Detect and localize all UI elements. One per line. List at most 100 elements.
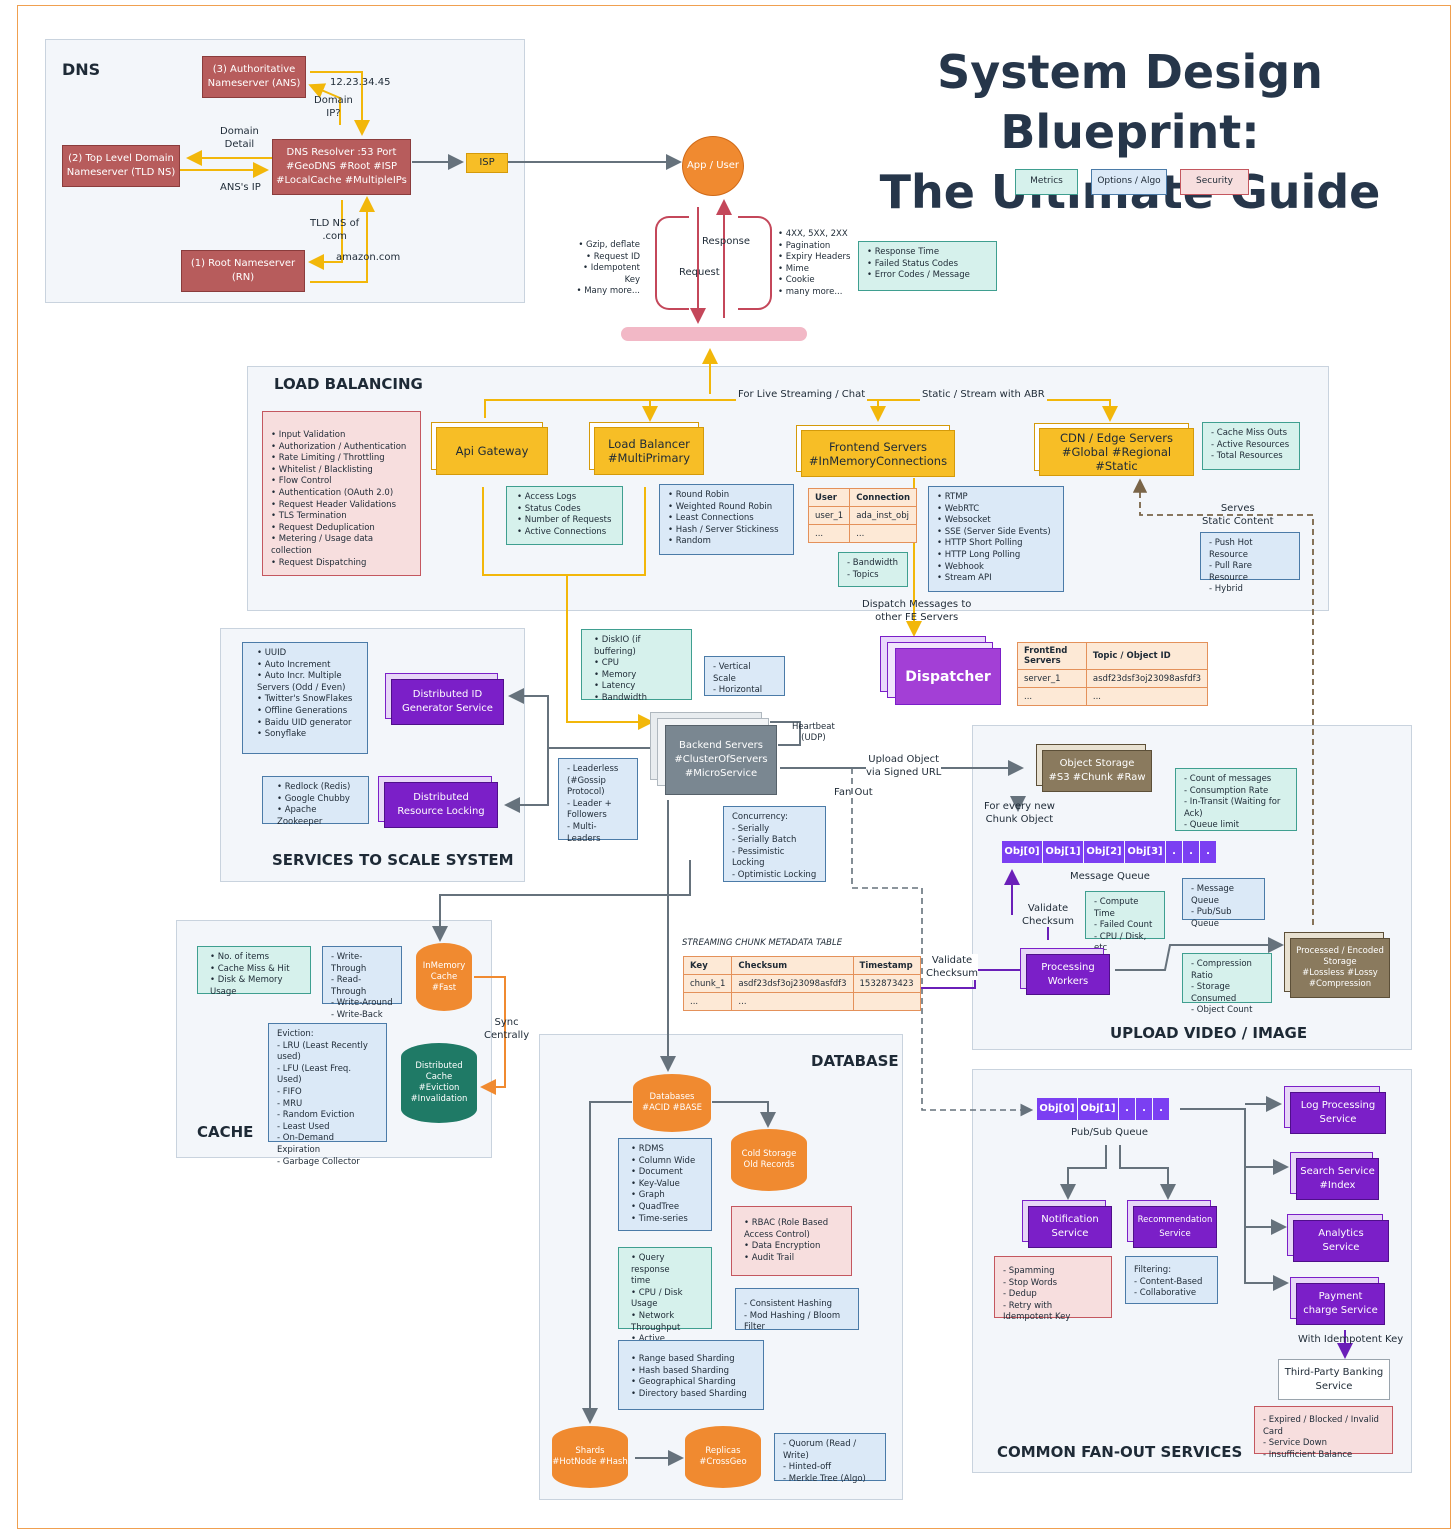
queue-item: . <box>1119 1098 1135 1120</box>
legend-options: Options / Algo <box>1091 169 1167 195</box>
legend-security: Security <box>1180 169 1249 195</box>
payment-service: Payment charge Service <box>1296 1283 1385 1325</box>
tld-ns-label: TLD NS of .com <box>310 218 360 242</box>
live-streaming-label: For Live Streaming / Chat <box>736 388 868 401</box>
leader-options: - Leaderless (#Gossip Protocol) - Leader… <box>558 758 638 844</box>
cache-title: CACHE <box>197 1123 254 1141</box>
domain-detail-label: Domain Detail <box>220 126 259 150</box>
scale-options: - Vertical Scale - Horizontal <box>704 656 785 696</box>
queue-item: . <box>1166 841 1182 863</box>
dispatch-label: Dispatch Messages to other FE Servers <box>862 599 972 623</box>
request-label: Request <box>679 267 720 278</box>
queue-item: Obj[0] <box>1002 841 1042 863</box>
hashing-options: - Consistent Hashing - Mod Hashing / Blo… <box>735 1288 859 1332</box>
response-items: • 4XX, 5XX, 2XX • Pagination • Expiry He… <box>778 229 851 297</box>
databases-node: Databases #ACID #BASE <box>633 1074 711 1132</box>
load-balancer: Load Balancer #MultiPrimary <box>594 427 704 475</box>
request-brace <box>655 216 689 310</box>
analytics-service: Analytics Service <box>1293 1220 1389 1262</box>
ans-ip-label: ANS's IP <box>220 182 261 193</box>
processed-metrics: - Compression Ratio - Storage Consumed -… <box>1182 953 1272 1015</box>
distributed-cache: Distributed Cache #Eviction #Invalidatio… <box>401 1043 477 1123</box>
pubsub-queue: Obj[0] Obj[1] . . . <box>1037 1098 1169 1120</box>
fanout-title: COMMON FAN-OUT SERVICES <box>997 1443 1243 1461</box>
app-user-node: App / User <box>682 136 744 196</box>
response-label: Response <box>702 236 751 247</box>
fan-out-label: Fan Out <box>834 787 873 798</box>
legend-metrics: Metrics <box>1015 169 1078 195</box>
upload-object-label: Upload Object via Signed URL <box>866 753 942 779</box>
cdn-edge-servers: CDN / Edge Servers #Global #Regional #St… <box>1039 428 1194 476</box>
frontend-protocols: • RTMP • WebRTC • Websocket • SSE (Serve… <box>928 486 1064 592</box>
pubsub-queue-label: Pub/Sub Queue <box>1071 1127 1148 1138</box>
dns-title: DNS <box>62 60 101 79</box>
chunk-label: For every new Chunk Object <box>984 801 1055 825</box>
outer-frame <box>17 5 1451 1529</box>
worker-metrics: - Compute Time - Failed Count - CPU / Di… <box>1085 891 1165 953</box>
response-metrics: • Response Time • Failed Status Codes • … <box>858 241 997 291</box>
object-storage: Object Storage #S3 #Chunk #Raw <box>1042 750 1152 792</box>
queue-item: Obj[3] <box>1125 841 1165 863</box>
filtering-options: Filtering: - Content-Based - Collaborati… <box>1125 1256 1218 1304</box>
root-nameserver: (1) Root Nameserver (RN) <box>181 250 305 292</box>
queue-item: . <box>1153 1098 1169 1120</box>
sharding-options: • Range based Sharding • Hash based Shar… <box>618 1340 764 1410</box>
cdn-metrics: - Cache Miss Outs - Active Resources - T… <box>1202 422 1300 470</box>
page-title: System Design Blueprint: The Ultimate Gu… <box>840 42 1420 222</box>
database-types: • RDMS • Column Wide • Document • Key-Va… <box>618 1138 712 1231</box>
notification-options: - Spamming - Stop Words - Dedup - Retry … <box>994 1256 1112 1322</box>
message-queue: Obj[0] Obj[1] Obj[2] Obj[3] . . . <box>1002 841 1216 863</box>
quorum-options: - Quorum (Read / Write) - Hinted-off - M… <box>774 1433 886 1484</box>
queue-item: . <box>1136 1098 1152 1120</box>
validate-checksum-label-2: Validate Checksum <box>926 954 979 980</box>
log-processing-service: Log Processing Service <box>1290 1092 1386 1134</box>
shards-node: Shards #HotNode #Hash <box>552 1426 628 1488</box>
api-gateway: Api Gateway <box>436 427 548 475</box>
chunk-table-title: STREAMING CHUNK METADATA TABLE <box>682 938 843 948</box>
queue-item: Obj[0] <box>1037 1098 1077 1120</box>
static-stream-label: Static / Stream with ABR <box>920 388 1047 401</box>
serves-static-label: Serves Static Content <box>1202 503 1274 527</box>
queue-item: . <box>1200 841 1216 863</box>
eviction-policies: Eviction: - LRU (Least Recently used) - … <box>268 1023 387 1167</box>
queue-item: Obj[1] <box>1043 841 1083 863</box>
title-line-1: System Design Blueprint: <box>937 45 1323 159</box>
sync-centrally-label: Sync Centrally <box>484 1017 530 1041</box>
validate-checksum-label: Validate Checksum <box>1022 903 1075 927</box>
queue-item: Obj[1] <box>1078 1098 1118 1120</box>
tld-nameserver: (2) Top Level Domain Nameserver (TLD NS) <box>62 145 180 187</box>
inmemory-cache: InMemory Cache #Fast <box>416 943 472 1011</box>
load-balancing-title: LOAD BALANCING <box>274 375 423 393</box>
cdn-options: - Push Hot Resource - Pull Rare Resource… <box>1200 532 1300 594</box>
request-items: • Gzip, deflate • Request ID • Idempoten… <box>576 240 640 297</box>
ip-label: 12.23.34.45 <box>330 77 391 88</box>
third-party-banking: Third-Party Banking Service <box>1278 1359 1390 1400</box>
database-metrics: • Query response time • CPU / Disk Usage… <box>618 1247 712 1367</box>
idempotent-key-label: With Idempotent Key <box>1298 1334 1404 1345</box>
banking-errors: - Expired / Blocked / Invalid Card - Ser… <box>1254 1406 1393 1460</box>
table-row: ...... <box>807 524 918 543</box>
dispatcher: Dispatcher <box>895 648 1001 705</box>
amazon-label: amazon.com <box>336 252 401 263</box>
cache-metrics: • No. of items • Cache Miss & Hit • Disk… <box>197 946 311 997</box>
locking-options: • Redlock (Redis) • Google Chubby • Apac… <box>262 776 369 827</box>
cold-storage: Cold Storage Old Records <box>731 1129 807 1191</box>
message-queue-label: Message Queue <box>1070 871 1150 882</box>
response-brace <box>738 216 772 310</box>
replicas-node: Replicas #CrossGeo <box>685 1426 761 1488</box>
gateway-security: • Input Validation • Authorization / Aut… <box>262 411 421 576</box>
table-row: ...... <box>1017 687 1209 706</box>
queue-options: - Message Queue - Pub/Sub Queue <box>1182 878 1265 929</box>
notification-service: Notification Service <box>1028 1206 1112 1248</box>
write-policies: - Write-Through - Read-Through - Write-A… <box>322 946 402 1020</box>
frontend-servers: Frontend Servers #InMemoryConnections <box>801 430 955 477</box>
distributed-id-generator: Distributed ID Generator Service <box>391 679 504 725</box>
